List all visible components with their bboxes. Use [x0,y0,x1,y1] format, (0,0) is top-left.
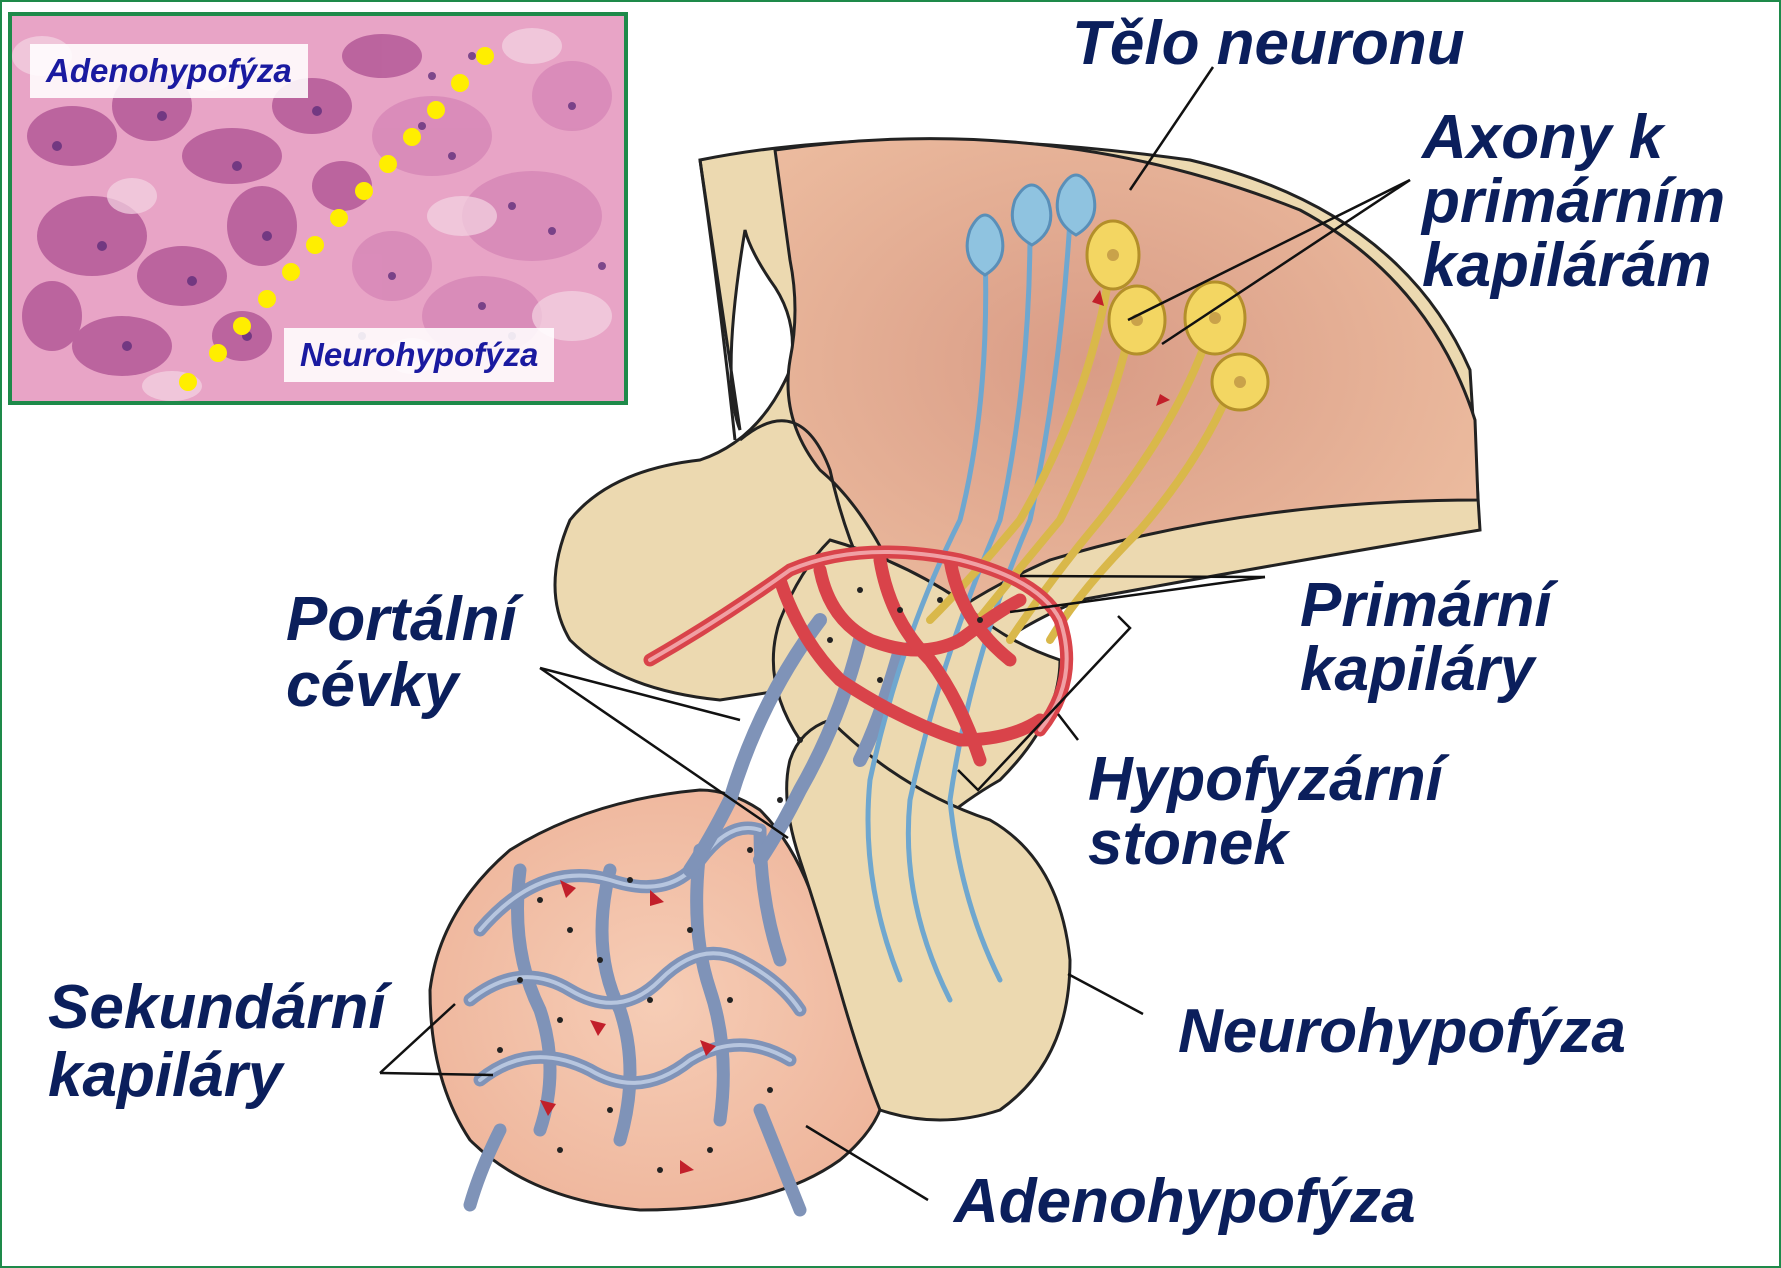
label-telo-neuronu: Tělo neuronu [1072,12,1465,75]
label-portalni-line2: cévky [286,654,458,717]
label-sekundarni-line1: Sekundární [48,976,386,1039]
label-neurohypofyza: Neurohypofýza [1178,1000,1626,1063]
label-portalni-line1: Portální [286,588,517,651]
inset-label-neurohypofyza: Neurohypofýza [284,328,554,382]
label-hypofyzarni-line1: Hypofyzární [1088,748,1443,811]
leader-neurohypofyza [1068,974,1143,1014]
label-axony-line2: primárním [1422,170,1725,233]
label-primarni-line2: kapiláry [1300,638,1534,701]
histology-inset: Adenohypofýza Neurohypofýza [8,12,628,405]
inset-label-adenohypofyza: Adenohypofýza [30,44,308,98]
label-primarni-line1: Primární [1300,574,1552,637]
label-adenohypofyza: Adenohypofýza [954,1170,1416,1233]
label-axony-line3: kapilárám [1422,234,1712,297]
label-axony-line1: Axony k [1422,106,1663,169]
label-sekundarni-line2: kapiláry [48,1044,282,1107]
leader-hypofyzarni [1058,714,1078,740]
label-hypofyzarni-line2: stonek [1088,812,1288,875]
leader-primarni-1 [1020,576,1265,577]
